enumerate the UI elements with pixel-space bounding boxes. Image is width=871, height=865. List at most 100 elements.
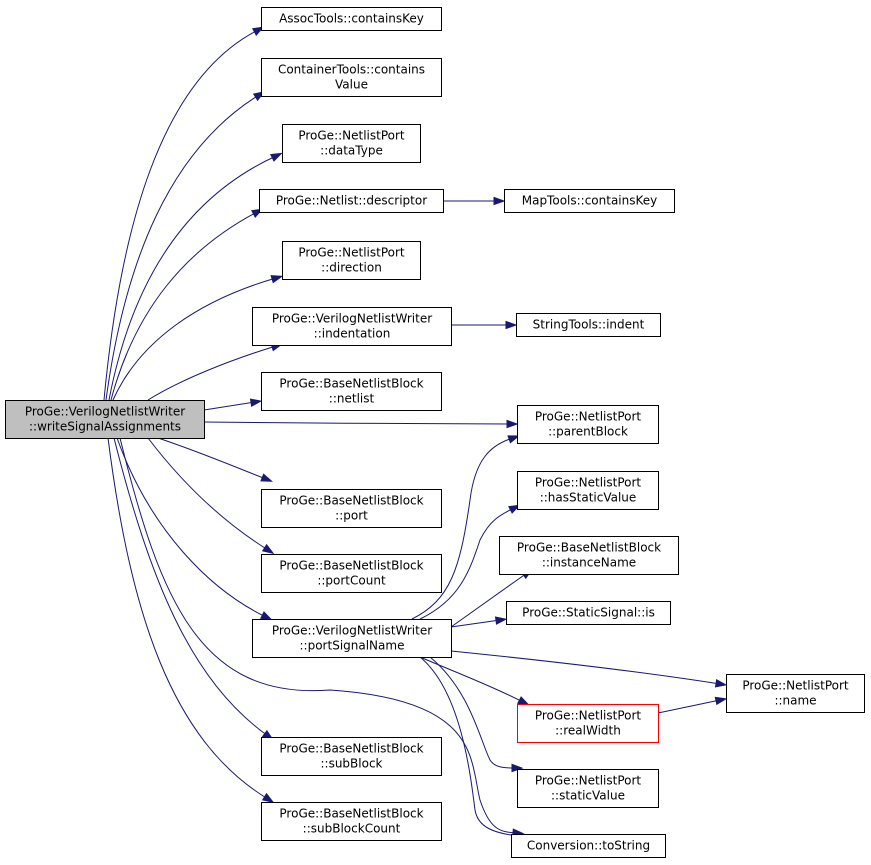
arrowhead: [260, 611, 273, 621]
node-label-line: ProGe::BaseNetlistBlock: [279, 559, 423, 573]
node-box: [517, 405, 659, 444]
node-label-line: ::staticValue: [551, 789, 625, 803]
node-portSignalName[interactable]: ProGe::VerilogNetlistWriter::portSignalN…: [252, 619, 452, 658]
edge-portSignalName-to-parentBlock: [411, 435, 521, 620]
edge-portSignalName-to-realWidth: [419, 656, 530, 706]
node-label-line: ::parentBlock: [548, 425, 628, 439]
node-port[interactable]: ProGe::BaseNetlistBlock::port: [261, 489, 442, 528]
node-label-line: ProGe::VerilogNetlistWriter: [25, 405, 185, 419]
node-name[interactable]: ProGe::NetlistPort::name: [726, 674, 865, 713]
edge-line: [119, 437, 518, 834]
node-label-line: ContainerTools::contains: [278, 63, 425, 77]
arrowhead: [270, 152, 283, 162]
edge-root-to-direction: [112, 275, 284, 401]
node-box: [261, 489, 442, 528]
node-root[interactable]: ProGe::VerilogNetlistWriter::writeSignal…: [5, 400, 205, 439]
node-box: [261, 58, 442, 97]
edge-root-to-subBlockCount: [107, 437, 275, 803]
node-box: [282, 241, 421, 280]
edge-indentation-to-indent: [451, 320, 518, 330]
node-box: [517, 471, 659, 510]
node-label-line: ::dataType: [320, 144, 383, 158]
node-indent[interactable]: StringTools::indent: [516, 313, 661, 337]
node-assoc[interactable]: AssocTools::containsKey: [261, 7, 442, 31]
edge-line: [147, 345, 277, 401]
arrowhead: [505, 320, 518, 330]
arrowhead: [494, 616, 508, 625]
node-hasStatic[interactable]: ProGe::NetlistPort::hasStaticValue: [517, 471, 659, 510]
arrowhead: [252, 26, 265, 36]
edge-line: [113, 437, 269, 737]
edge-line: [450, 619, 501, 628]
node-label-line: ::writeSignalAssignments: [29, 420, 181, 434]
node-label-line: ProGe::NetlistPort: [535, 709, 642, 723]
edge-root-to-containerValue: [105, 91, 266, 401]
node-label-line: ProGe::NetlistPort: [298, 129, 405, 143]
edge-line: [103, 29, 259, 401]
node-dataType[interactable]: ProGe::NetlistPort::dataType: [282, 124, 421, 163]
node-box: [259, 189, 444, 213]
node-direction[interactable]: ProGe::NetlistPort::direction: [282, 241, 421, 280]
edge-root-to-netlist: [203, 398, 263, 411]
arrowhead: [714, 696, 728, 706]
node-label-line: ::realWidth: [555, 724, 621, 738]
edge-line: [107, 437, 269, 800]
node-label-line: AssocTools::containsKey: [279, 12, 424, 26]
node-netlist[interactable]: ProGe::BaseNetlistBlock::netlist: [261, 372, 442, 411]
node-box: [726, 674, 865, 713]
arrowhead: [507, 435, 521, 444]
node-box: [516, 313, 661, 337]
node-parentBlock[interactable]: ProGe::NetlistPort::parentBlock: [517, 405, 659, 444]
node-box: [261, 554, 442, 593]
arrowhead: [260, 473, 273, 482]
edge-root-to-portSignalName: [116, 437, 273, 621]
edge-portSignalName-to-staticIs: [450, 616, 508, 628]
arrowhead: [714, 679, 728, 688]
edge-line: [450, 650, 721, 685]
node-realWidth[interactable]: ProGe::NetlistPort::realWidth: [517, 704, 659, 743]
node-label-line: ProGe::NetlistPort: [535, 774, 642, 788]
edge-line: [419, 507, 515, 620]
node-label-line: ProGe::BaseNetlistBlock: [279, 377, 423, 391]
node-label-line: ProGe::NetlistPort: [535, 476, 642, 490]
arrowhead: [506, 419, 519, 429]
node-label-line: ::subBlockCount: [303, 822, 401, 836]
node-box: [261, 802, 442, 841]
node-box: [252, 619, 452, 658]
node-label-line: ProGe::NetlistPort: [742, 679, 849, 693]
edge-root-to-subBlock: [113, 437, 274, 741]
node-label-line: ::netlist: [329, 392, 375, 406]
node-label-line: StringTools::indent: [533, 318, 645, 332]
node-box: [252, 307, 452, 346]
edge-portSignalName-to-name: [450, 650, 728, 688]
edge-root-to-assoc: [103, 26, 265, 401]
node-staticValue[interactable]: ProGe::NetlistPort::staticValue: [517, 769, 659, 808]
node-toString[interactable]: Conversion::toString: [511, 834, 666, 858]
node-subBlockCount[interactable]: ProGe::BaseNetlistBlock::subBlockCount: [261, 802, 442, 841]
node-subBlock[interactable]: ProGe::BaseNetlistBlock::subBlock: [261, 737, 442, 776]
arrowhead: [517, 696, 530, 706]
arrowhead: [493, 196, 506, 206]
arrowhead: [270, 275, 284, 284]
node-label-line: ::instanceName: [542, 556, 636, 570]
edge-line: [419, 656, 524, 703]
node-indentation[interactable]: ProGe::VerilogNetlistWriter::indentation: [252, 307, 452, 346]
node-box: [517, 769, 659, 808]
node-box: [5, 400, 205, 439]
node-label-line: ProGe::BaseNetlistBlock: [279, 494, 423, 508]
edge-line: [657, 699, 721, 714]
edge-line: [450, 572, 528, 628]
node-instanceName[interactable]: ProGe::BaseNetlistBlock::instanceName: [499, 536, 679, 575]
edge-root-to-portCount: [147, 437, 275, 554]
node-mapKey[interactable]: MapTools::containsKey: [504, 189, 675, 213]
node-label-line: ::name: [774, 694, 816, 708]
node-staticIs[interactable]: ProGe::StaticSignal::is: [506, 601, 671, 625]
node-portCount[interactable]: ProGe::BaseNetlistBlock::portCount: [261, 554, 442, 593]
node-label-line: ProGe::VerilogNetlistWriter: [272, 312, 432, 326]
arrowhead: [261, 792, 275, 803]
edge-line: [116, 437, 267, 618]
node-descriptor[interactable]: ProGe::Netlist::descriptor: [259, 189, 444, 213]
node-box: [499, 536, 679, 575]
